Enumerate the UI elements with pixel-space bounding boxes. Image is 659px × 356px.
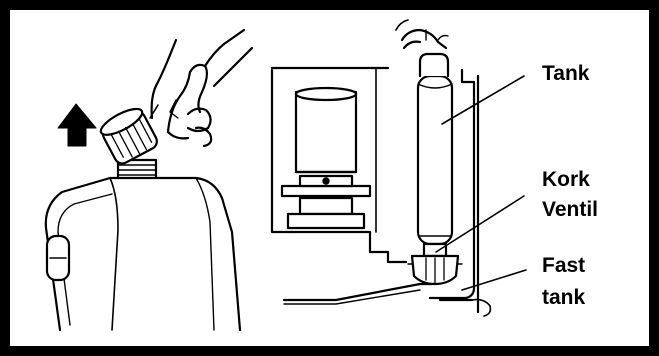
tank-label: Tank <box>542 60 589 88</box>
canister-illustration <box>46 30 252 330</box>
fast-tank-label: tank <box>542 284 585 312</box>
up-arrow-icon <box>58 104 96 146</box>
machine-illustration <box>272 20 526 316</box>
ventil-label: Ventil <box>542 196 598 224</box>
fast-label: Fast <box>542 252 585 280</box>
kork-label: Kork <box>542 166 590 194</box>
